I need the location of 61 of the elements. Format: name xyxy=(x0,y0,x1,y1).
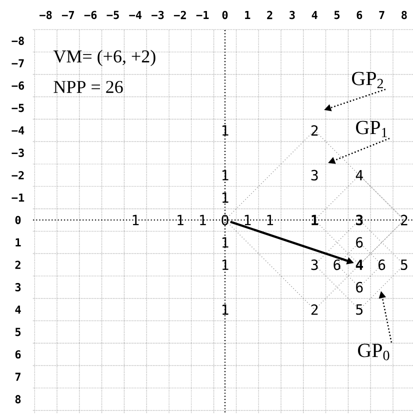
axis-tick-label: 8 xyxy=(15,395,21,404)
axis-tick-label: 6 xyxy=(15,350,21,359)
cost-number: 3 xyxy=(356,214,363,226)
note-text: NPP = 26 xyxy=(54,80,123,94)
cost-number: 1 xyxy=(222,125,228,136)
axis-tick-label: −3 xyxy=(12,148,24,157)
axis-tick-label: −2 xyxy=(174,10,186,20)
axis-tick-label: −3 xyxy=(152,10,164,20)
axis-tick-label: −7 xyxy=(62,11,74,19)
axis-tick-label: 1 xyxy=(245,11,250,19)
pattern-label: GP$_{1}$ xyxy=(356,120,387,138)
cost-number: 6 xyxy=(378,260,386,270)
pattern-label: GP$_{2}$ xyxy=(352,72,383,88)
cost-number: 4 xyxy=(356,170,363,180)
cost-number: 0 xyxy=(222,214,228,226)
cost-number: 3 xyxy=(311,170,318,180)
axis-tick-label: −2 xyxy=(12,171,24,180)
axis-tick-label: 6 xyxy=(356,10,362,20)
axis-tick-label: 8 xyxy=(402,10,407,20)
cost-number: 1 xyxy=(312,214,318,226)
note-text: VM= (+6, +2) xyxy=(53,50,156,66)
axis-tick-label: 2 xyxy=(15,260,20,269)
axis-tick-label: 3 xyxy=(15,283,21,292)
axis-tick-label: −1 xyxy=(196,11,209,19)
cost-number: 6 xyxy=(356,237,363,248)
cost-number: 2 xyxy=(311,125,318,136)
axis-tick-label: −8 xyxy=(40,10,52,20)
axis-tick-label: 0 xyxy=(15,216,21,224)
cost-number: 6 xyxy=(356,282,363,292)
axis-tick-label: 7 xyxy=(379,11,384,19)
cost-number: 2 xyxy=(311,304,318,315)
axis-tick-label: 5 xyxy=(334,10,340,20)
cost-number: 3 xyxy=(311,260,318,270)
axis-tick-label: −1 xyxy=(12,194,24,202)
cost-number: 5 xyxy=(400,260,408,270)
cost-number: 1 xyxy=(132,214,139,226)
pattern-label: GP$_{0}$ xyxy=(358,344,390,360)
axis-tick-label: −5 xyxy=(106,10,119,20)
cost-number: 5 xyxy=(356,304,362,315)
axis-tick-label: −8 xyxy=(12,36,24,45)
axis-tick-label: 0 xyxy=(222,10,228,20)
axis-tick-label: −4 xyxy=(129,11,142,19)
cost-number: 1 xyxy=(244,214,251,226)
axis-tick-label: 2 xyxy=(267,10,272,20)
axis-tick-label: −6 xyxy=(84,10,97,20)
axis-tick-label: 1 xyxy=(16,238,21,246)
axis-tick-label: −5 xyxy=(12,104,24,112)
axis-tick-label: 4 xyxy=(15,306,21,314)
axis-tick-label: −4 xyxy=(12,126,24,134)
cost-number: 6 xyxy=(334,260,340,270)
cost-number: 2 xyxy=(401,214,408,226)
cost-number: 1 xyxy=(178,214,184,226)
axis-tick-label: 5 xyxy=(15,328,21,336)
axis-tick-label: 4 xyxy=(312,11,318,19)
axis-tick-label: −7 xyxy=(12,59,24,68)
cost-number: 1 xyxy=(267,214,274,226)
axis-tick-label: −6 xyxy=(12,81,24,90)
axis-tick-label: 3 xyxy=(290,10,295,20)
axis-tick-label: 7 xyxy=(15,372,20,381)
cost-number: 1 xyxy=(200,214,206,226)
cost-number: 4 xyxy=(356,260,363,270)
